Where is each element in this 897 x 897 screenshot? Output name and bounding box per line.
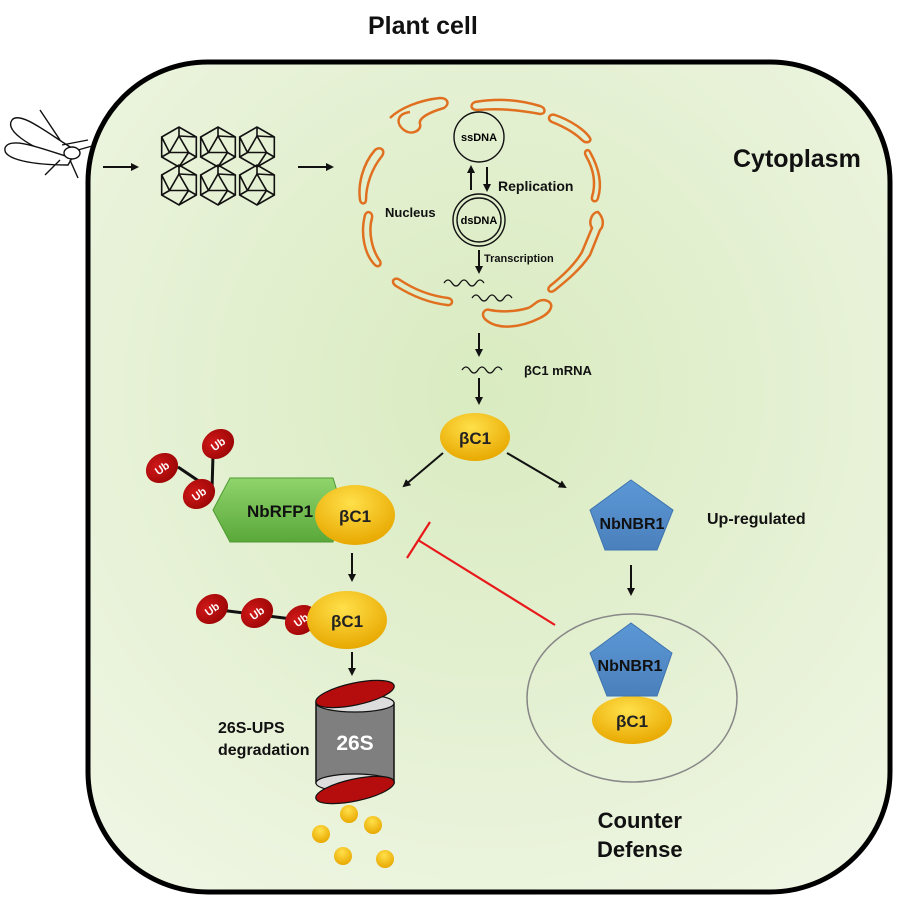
ubiquitin-icon xyxy=(240,597,274,629)
plant-cell-membrane xyxy=(85,59,893,895)
dsdna-label: dsDNA xyxy=(461,215,498,227)
ssdna-circle xyxy=(453,111,505,163)
degradation-label: 26S-UPS degradation xyxy=(218,720,310,759)
ubiquitin-icon xyxy=(145,452,179,484)
upregulated-label: Up-regulated xyxy=(707,511,806,528)
transcription-label: Transcription xyxy=(484,253,554,265)
nbnbr1-protein: NbNBR1 xyxy=(589,479,674,551)
dsdna-circle xyxy=(452,193,506,247)
ubiquitin-icon xyxy=(195,593,229,625)
mrna-squiggles-icon xyxy=(443,279,513,374)
svg-text:NbNBR1: NbNBR1 xyxy=(598,658,663,675)
proteasome-26s-icon: 26S xyxy=(315,679,395,805)
bc1-label: βC1 xyxy=(459,429,491,448)
ubiquitin-icon xyxy=(182,478,216,510)
counter-defense-label: Counter Defense xyxy=(597,808,683,862)
bc1-ubiquitinated xyxy=(307,591,387,649)
ubiquitin-icon xyxy=(201,428,235,460)
virion-particles-icon xyxy=(160,126,276,206)
ssdna-label: ssDNA xyxy=(461,132,497,144)
inhibition-line xyxy=(406,521,556,626)
nbnbr1-bc1-complex: βC1 NbNBR1 xyxy=(589,622,673,744)
arrow-to-nbnbr1 xyxy=(506,452,567,489)
nucleus-label: Nucleus xyxy=(385,205,436,220)
bc1-protein xyxy=(440,413,510,461)
svg-text:26S: 26S xyxy=(336,732,373,755)
mrna-label: βC1 mRNA xyxy=(524,363,592,378)
peptide-fragments xyxy=(312,805,394,868)
figure-title: Plant cell xyxy=(368,12,478,40)
nucleus-envelope xyxy=(358,96,604,328)
svg-text:βC1: βC1 xyxy=(616,712,648,731)
nbrfp1-protein: NbRFP1 xyxy=(212,477,344,543)
cytoplasm-label: Cytoplasm xyxy=(733,145,861,173)
bc1-label: βC1 xyxy=(331,612,363,631)
bc1-bound-nbrfp1 xyxy=(315,485,395,545)
svg-text:NbRFP1: NbRFP1 xyxy=(247,502,313,521)
svg-text:NbNBR1: NbNBR1 xyxy=(600,516,665,533)
bc1-label: βC1 xyxy=(339,507,371,526)
complex-boundary xyxy=(526,613,738,783)
whitefly-icon xyxy=(4,109,93,179)
arrow-to-nbrfp1 xyxy=(402,452,444,488)
replication-label: Replication xyxy=(498,178,574,194)
